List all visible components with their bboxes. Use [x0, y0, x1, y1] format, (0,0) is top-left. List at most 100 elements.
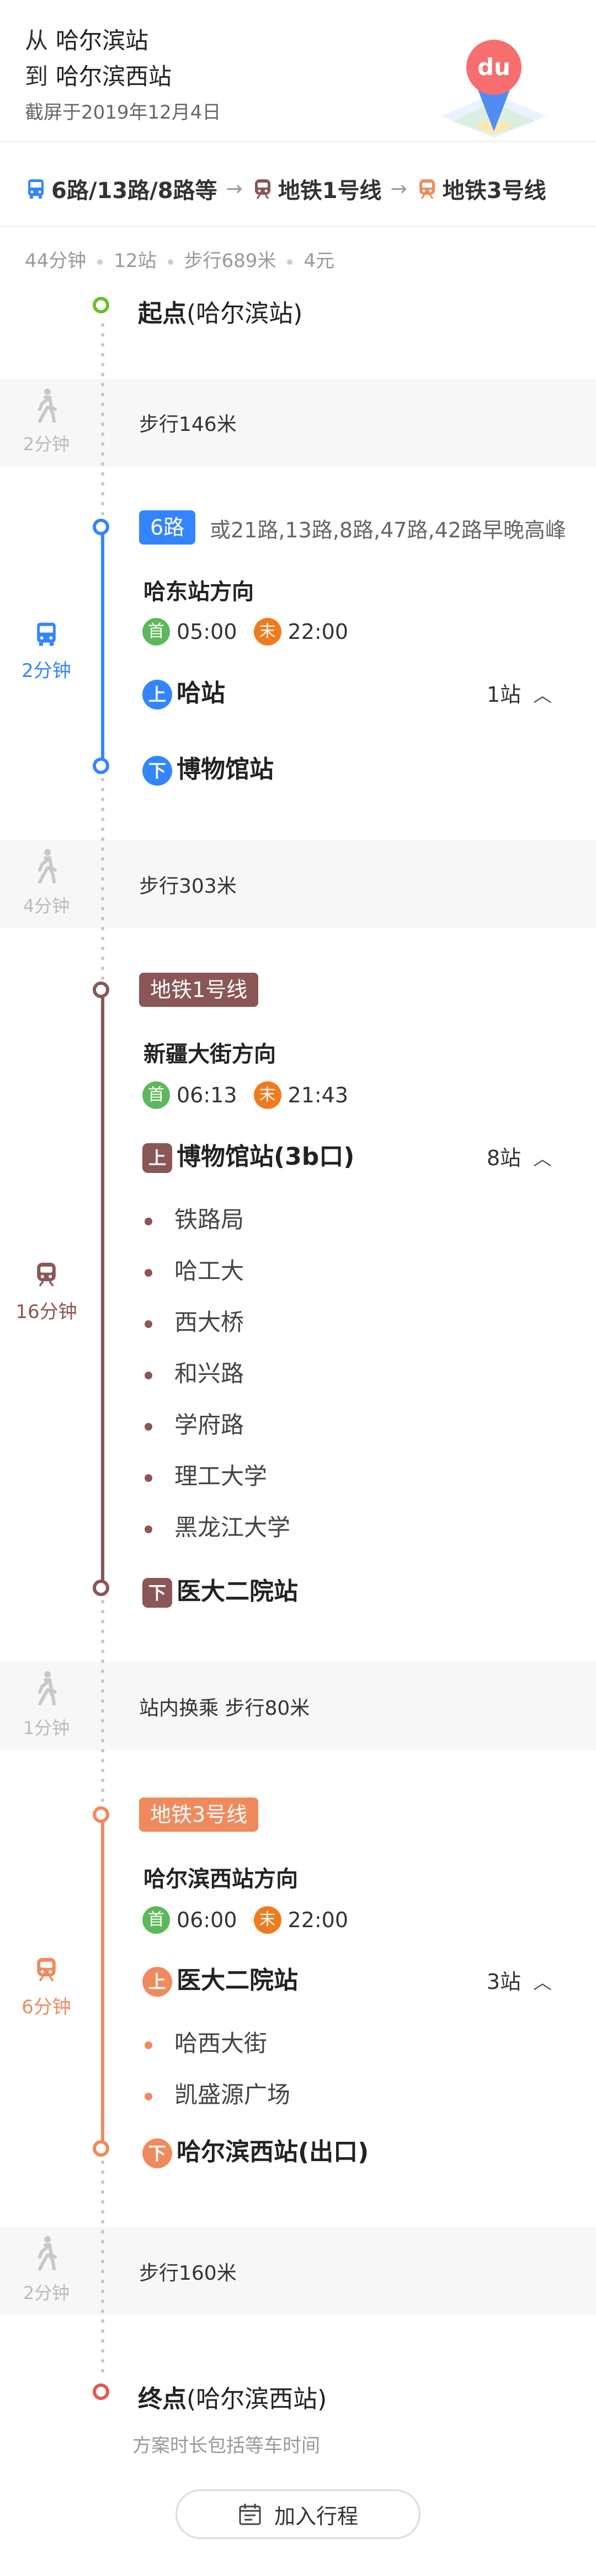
- walk-duration: 1分钟: [23, 1718, 70, 1738]
- end-point[interactable]: 终点(哈尔滨西站): [138, 2379, 327, 2414]
- first-bus-time: 05:00: [177, 620, 237, 644]
- metro1-direction: 新疆大街方向: [143, 1042, 276, 1067]
- bus-duration: 2分钟: [22, 660, 71, 682]
- list-item: 和兴路: [145, 1355, 244, 1389]
- metro3-board-station: 医大二院站: [177, 1966, 298, 1994]
- bus-route-line: [101, 529, 104, 765]
- summary-metro-line-1: 地铁1号线: [278, 178, 382, 204]
- bus-board-node: [93, 519, 109, 535]
- bus-icon: [37, 622, 56, 646]
- first-bus-badge: 首: [142, 618, 170, 646]
- walk-distance: 站内换乘 步行80米: [139, 1697, 310, 1720]
- metro3-board-node: [93, 1806, 109, 1823]
- walk-path-line: [101, 775, 104, 982]
- end-label: 终点: [138, 2385, 187, 2413]
- metro3-line-badge[interactable]: 地铁3号线: [139, 1798, 259, 1832]
- arrow-right-icon: →: [390, 177, 407, 200]
- last-train-time: 22:00: [288, 1908, 349, 1932]
- alight-badge: 下: [142, 1578, 172, 1608]
- metro1-line-badge[interactable]: 地铁1号线: [139, 973, 259, 1007]
- alight-badge: 下: [142, 756, 172, 786]
- start-place: (哈尔滨站): [187, 300, 303, 328]
- to-prefix: 到: [25, 63, 49, 90]
- metro3-alight-node: [93, 2140, 109, 2157]
- start-point[interactable]: 起点(哈尔滨站): [138, 294, 302, 329]
- metro3-stop-count-toggle[interactable]: 3站 ︿: [487, 1965, 552, 1995]
- end-place: (哈尔滨西站): [187, 2385, 327, 2413]
- first-train-time: 06:00: [177, 1908, 237, 1932]
- list-item: 凯盛源广场: [145, 2076, 290, 2110]
- walk-segment-3: [0, 1662, 596, 1750]
- walk-distance: 步行303米: [139, 875, 237, 898]
- metro1-stop-count-toggle[interactable]: 8站︿: [487, 1141, 552, 1171]
- destination-name: 哈尔滨西站: [56, 63, 172, 90]
- metro1-duration: 16分钟: [15, 1301, 77, 1323]
- arrow-right-icon: →: [226, 177, 243, 200]
- alight-badge: 下: [142, 2138, 172, 2168]
- origin-row: 从哈尔滨站: [25, 22, 148, 56]
- screenshot-date: 截屏于2019年12月4日: [25, 102, 221, 124]
- chevron-up-icon: ︿: [533, 1148, 552, 1170]
- walk-distance: 步行160米: [139, 2262, 237, 2285]
- calendar-icon: [239, 2504, 261, 2525]
- bus-alight-station: 博物馆站: [177, 755, 274, 783]
- total-walk: 步行689米: [184, 250, 276, 272]
- origin-name: 哈尔滨站: [56, 27, 149, 54]
- metro3-alight-station: 哈尔滨西站(出口): [177, 2138, 369, 2166]
- metro1-alight-stop: 下医大二院站: [142, 1571, 298, 1608]
- list-item: 西大桥: [145, 1304, 244, 1337]
- walk-path-line: [101, 2157, 104, 2378]
- walking-person-icon: [38, 849, 57, 883]
- metro1-service-times: 首 06:13 末 21:43: [142, 1081, 348, 1109]
- list-item: 铁路局: [145, 1201, 244, 1235]
- metro3-stop-count: 3站: [486, 1970, 521, 1994]
- bus-stop-count: 1站: [486, 682, 521, 707]
- start-label: 起点: [138, 300, 187, 328]
- fare: 4元: [304, 250, 335, 272]
- start-node: [93, 297, 109, 313]
- metro1-alight-station: 医大二院站: [177, 1577, 298, 1606]
- bus-icon: [28, 179, 44, 199]
- list-item: 学府路: [145, 1406, 244, 1440]
- walking-person-icon: [38, 1671, 57, 1705]
- summary-metro-line-3: 地铁3号线: [442, 178, 546, 204]
- metro3-duration: 6分钟: [22, 1996, 71, 2018]
- metro1-board-node: [93, 982, 109, 998]
- walk-duration: 2分钟: [23, 434, 70, 455]
- add-to-itinerary-button[interactable]: 加入行程: [175, 2489, 421, 2539]
- walk-segment-2: [0, 840, 596, 928]
- walking-person-icon: [38, 388, 57, 423]
- bus-service-times: 首 05:00 末 22:00: [142, 618, 348, 646]
- board-badge: 上: [142, 680, 172, 710]
- metro3-alight-stop: 下哈尔滨西站(出口): [142, 2132, 369, 2168]
- total-duration: 44分钟: [25, 250, 87, 272]
- walk-segment-4: [0, 2227, 596, 2315]
- walk-path-line: [101, 1597, 104, 1806]
- last-train-badge: 末: [253, 1081, 281, 1109]
- bus-stop-count-toggle[interactable]: 1站 ︿: [487, 678, 552, 708]
- summary-divider: [0, 226, 596, 227]
- route-summary-bar: 6路/13路/8路等 → 地铁1号线 → 地铁3号线: [25, 168, 546, 209]
- metro3-route-line: [101, 1816, 104, 2147]
- logo-text: du: [477, 54, 510, 81]
- list-item: 理工大学: [145, 1458, 267, 1491]
- metro3-board-stop: 上医大二院站: [142, 1960, 298, 1997]
- walk-duration: 4分钟: [23, 895, 70, 916]
- baidu-map-logo-icon: du: [441, 40, 546, 138]
- list-item: 哈西大街: [145, 2025, 267, 2058]
- first-train-badge: 首: [142, 1081, 170, 1109]
- chevron-up-icon: ︿: [533, 1972, 552, 1994]
- board-badge: 上: [142, 1143, 172, 1173]
- bus-alternatives: 或21路,13路,8路,47路,42路早晚高峰: [210, 518, 566, 542]
- metro1-board-station: 博物馆站(3b口): [177, 1143, 355, 1171]
- summary-bus-routes: 6路/13路/8路等: [51, 178, 217, 204]
- bus-line-badge[interactable]: 6路: [139, 510, 196, 545]
- subway-icon: [419, 179, 435, 199]
- first-train-time: 06:13: [177, 1083, 237, 1107]
- chevron-up-icon: ︿: [533, 685, 552, 707]
- list-item: 黑龙江大学: [145, 1509, 290, 1543]
- bus-alight-stop: 下博物馆站: [142, 749, 274, 786]
- destination-row: 到哈尔滨西站: [25, 58, 172, 92]
- bus-board-stop: 上哈站: [142, 673, 225, 710]
